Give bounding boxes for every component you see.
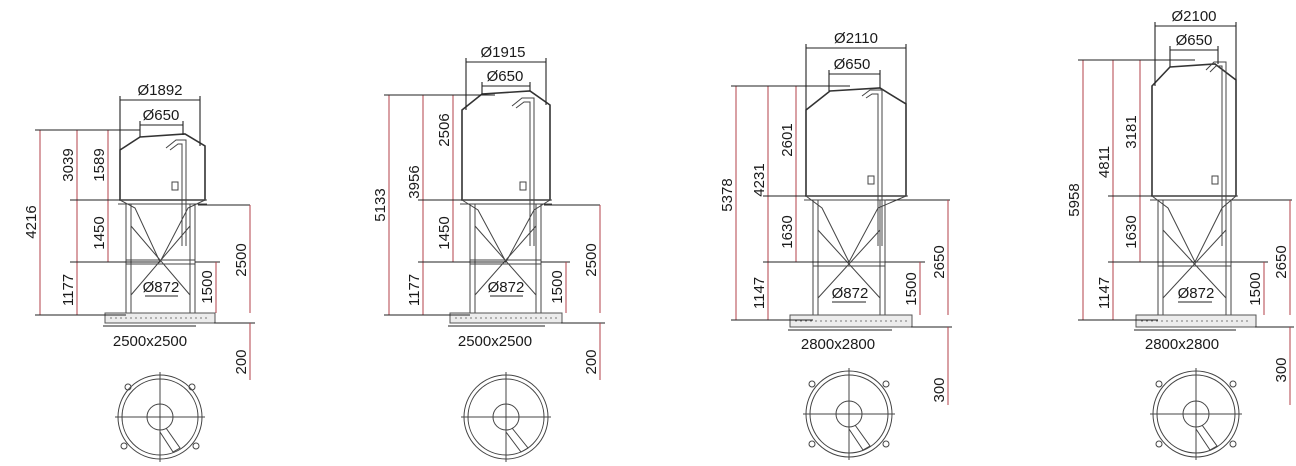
silo-2-inlet-diameter: Ø650 [487, 68, 524, 85]
silo-2-elevation [449, 90, 563, 324]
silo-3-cylinder-height: 2601 [779, 123, 796, 156]
silo-4-total-height: 5958 [1066, 183, 1083, 216]
silo-3-drawing: Ø2110 Ø650 Ø872 2800x2800 5378 4231 2601… [719, 30, 952, 460]
silo-4-leg-height: 2650 [1273, 245, 1290, 278]
silo-4-dimensions [1078, 22, 1294, 405]
silo-2-cylinder-height: 2506 [436, 113, 453, 146]
silo-1-elevation [104, 133, 216, 324]
silo-1-outer-diameter: Ø1892 [137, 82, 182, 99]
silo-1-total-height: 4216 [23, 205, 40, 238]
silo-1-cylinder-height: 1589 [91, 148, 108, 181]
silo-4-foundation-size: 2800x2800 [1145, 336, 1219, 353]
silo-3-leg-height-short: 1500 [903, 272, 920, 305]
silo-3-foundation-thickness: 300 [931, 377, 948, 402]
silo-3-outer-diameter: Ø2110 [834, 30, 878, 47]
silo-4-cone-height: 1630 [1123, 215, 1140, 248]
silo-4-leg-height-short: 1500 [1247, 272, 1264, 305]
silo-2-outlet-height: 1177 [406, 274, 423, 306]
silo-2-leg-height-short: 1500 [549, 270, 566, 303]
silo-2-foundation-size: 2500x2500 [458, 333, 532, 350]
silo-3-outlet-height: 1147 [751, 277, 768, 309]
silo-1-inlet-diameter: Ø650 [143, 107, 180, 124]
silo-2-foundation-thickness: 200 [583, 349, 600, 374]
silo-1-outlet-height: 1177 [60, 274, 77, 306]
silo-3-foundation-size: 2800x2800 [801, 336, 875, 353]
silo-1-dimensions [35, 96, 255, 380]
silo-2-cylinder-plus-cone: 3956 [406, 165, 423, 198]
silo-1-leg-height: 2500 [233, 243, 250, 276]
silo-1-plan-view [115, 372, 205, 462]
silo-1-drawing: Ø1892 Ø650 Ø872 2500x2500 4216 3039 1589… [23, 82, 255, 462]
silo-1-cone-height: 1450 [91, 216, 108, 249]
silo-1-foundation-size: 2500x2500 [113, 333, 187, 350]
silo-4-elevation [1135, 61, 1257, 328]
silo-2-leg-height: 2500 [583, 243, 600, 276]
silo-4-outer-diameter: Ø2100 [1171, 8, 1216, 25]
silo-3-elevation [789, 87, 913, 328]
silo-2-total-height: 5133 [372, 188, 389, 221]
silo-3-leg-height: 2650 [931, 245, 948, 278]
silo-4-inlet-diameter: Ø650 [1176, 32, 1213, 49]
silo-3-plan-view [803, 368, 895, 460]
silo-2-outer-diameter: Ø1915 [480, 44, 525, 61]
silo-3-inlet-diameter: Ø650 [834, 56, 871, 73]
silo-2-drawing: Ø1915 Ø650 Ø872 2500x2500 5133 3956 2506… [372, 44, 605, 462]
silo-2-cone-height: 1450 [436, 216, 453, 249]
silo-4-cylinder-plus-cone: 4811 [1096, 146, 1113, 178]
silo-1-foundation-thickness: 200 [233, 349, 250, 374]
silo-4-cylinder-height: 3181 [1123, 115, 1140, 148]
silo-4-drawing: Ø2100 Ø650 Ø872 2800x2800 5958 4811 3181… [1066, 8, 1294, 460]
silo-4-leg-spacing: Ø872 [1178, 285, 1215, 302]
silo-1-cylinder-plus-cone: 3039 [60, 148, 77, 181]
silo-3-total-height: 5378 [719, 178, 736, 211]
silo-3-dimensions [731, 44, 952, 405]
silo-4-foundation-thickness: 300 [1273, 357, 1290, 382]
silo-4-outlet-height: 1147 [1096, 277, 1113, 309]
silo-1-leg-spacing: Ø872 [143, 279, 180, 296]
silo-2-leg-spacing: Ø872 [488, 279, 525, 296]
silo-4-plan-view [1150, 368, 1242, 460]
silo-3-cylinder-plus-cone: 4231 [751, 163, 768, 196]
silo-2-dimensions [384, 58, 605, 380]
silo-1-leg-height-short: 1500 [199, 270, 216, 303]
silo-2-plan-view [461, 372, 551, 462]
silo-3-leg-spacing: Ø872 [832, 285, 869, 302]
silo-3-cone-height: 1630 [779, 215, 796, 248]
